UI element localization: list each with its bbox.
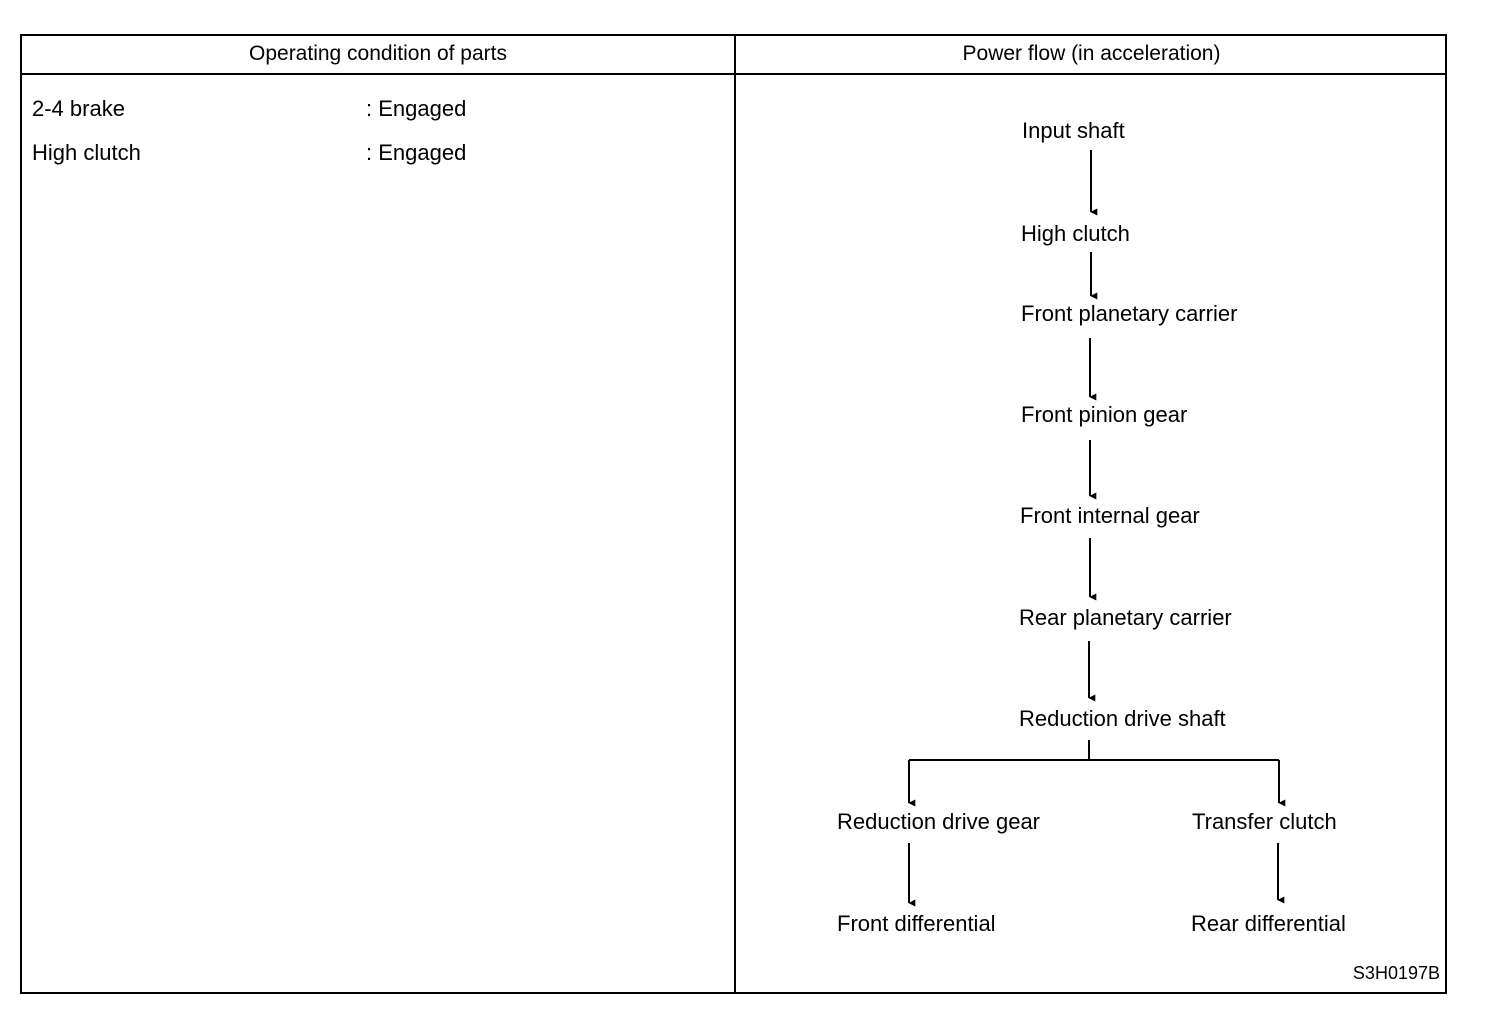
flow-node-transfer-clutch: Transfer clutch xyxy=(1192,809,1337,834)
flow-node-input-shaft: Input shaft xyxy=(1022,118,1125,143)
flow-node-rear-differential: Rear differential xyxy=(1191,911,1346,936)
column-divider xyxy=(734,36,736,992)
flow-node-front-internal-gear: Front internal gear xyxy=(1020,503,1200,528)
flow-node-front-pinion-gear: Front pinion gear xyxy=(1021,402,1188,427)
condition-state: : Engaged xyxy=(366,96,467,121)
condition-part: 2-4 brake xyxy=(32,96,125,121)
flow-node-front-planetary-carrier: Front planetary carrier xyxy=(1021,301,1238,326)
condition-part: High clutch xyxy=(32,140,141,165)
condition-state: : Engaged xyxy=(366,140,467,165)
flow-node-front-differential: Front differential xyxy=(837,911,996,936)
flow-node-rear-planetary-carrier: Rear planetary carrier xyxy=(1019,605,1232,630)
flow-node-reduction-drive-shaft: Reduction drive shaft xyxy=(1019,706,1226,731)
header-operating-condition: Operating condition of parts xyxy=(249,42,507,65)
flow-node-reduction-drive-gear: Reduction drive gear xyxy=(837,809,1041,834)
header-power-flow: Power flow (in acceleration) xyxy=(962,42,1221,65)
figure-reference-code: S3H0197B xyxy=(1352,963,1440,983)
flow-node-high-clutch: High clutch xyxy=(1021,221,1130,246)
table-frame xyxy=(20,34,1447,994)
